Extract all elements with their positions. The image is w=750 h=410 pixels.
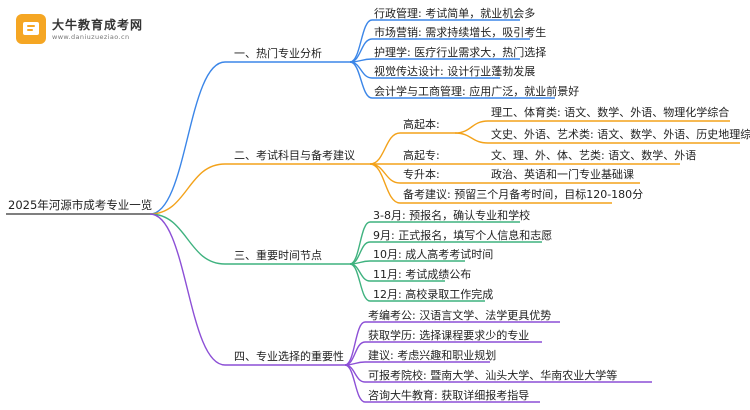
node-zsb-subjects: 政治、英语和一门专业基础课	[491, 168, 634, 181]
node-mar-aug: 3-8月: 预报名，确认专业和学校	[373, 209, 531, 222]
node-get-degree: 获取学历: 选择课程要求少的专业	[368, 329, 530, 342]
node-nursing: 护理学: 医疗行业需求大，热门选择	[374, 46, 547, 59]
branch-label-hot-majors: 一、热门专业分析	[234, 47, 322, 60]
child-connector-3-4	[349, 263, 371, 282]
root-topic: 2025年河源市成考专业一览	[8, 198, 153, 212]
child-connector-4-1	[344, 321, 366, 366]
node-consult: 咨询大牛教育: 获取详细报考指导	[368, 389, 530, 402]
node-accounting: 会计学与工商管理: 应用广泛，就业前景好	[374, 85, 580, 98]
branch-connector-4	[149, 213, 226, 366]
node-universities: 可报考院校: 暨南大学、汕头大学、华南农业大学等	[368, 369, 618, 382]
brand-name: 大牛教育成考网	[52, 18, 144, 32]
node-sep: 9月: 正式报名，填写个人信息和志愿	[373, 229, 553, 242]
node-suggestion: 建议: 考虑兴趣和职业规划	[368, 349, 497, 362]
branch-label-importance: 四、专业选择的重要性	[234, 350, 344, 363]
branch-label-subjects: 二、考试科目与备考建议	[234, 149, 355, 162]
node-oct: 10月: 成人高考考试时间	[373, 248, 494, 261]
node-marketing: 市场营销: 需求持续增长，吸引考生	[374, 26, 547, 39]
logo-icon	[16, 14, 46, 44]
node-dec: 12月: 高校录取工作完成	[373, 288, 494, 301]
brand-url: www.daniuzueziao.cn	[52, 33, 130, 41]
child-connector-1-4	[349, 61, 373, 79]
child-connector-2-1	[369, 132, 401, 165]
child-connector-1-1	[349, 19, 373, 63]
grandchild-connector-1	[454, 120, 489, 134]
child-connector-2-4	[369, 163, 401, 204]
node-gqb-arts: 文史、外语、艺术类: 语文、数学、外语、历史地理综合	[491, 128, 750, 141]
branch-label-timeline: 三、重要时间节点	[234, 249, 322, 262]
child-connector-4-4	[344, 364, 366, 383]
node-gqb: 高起本:	[403, 118, 440, 131]
branch-connector-2	[149, 163, 226, 215]
node-zsb: 专升本:	[403, 168, 440, 181]
node-gqz-subjects: 文、理、外、体、艺类: 语文、数学、外语	[491, 149, 697, 162]
grandchild-connector-2	[454, 132, 489, 144]
node-nov: 11月: 考试成绩公布	[373, 268, 472, 281]
node-civil-service: 考编考公: 汉语言文学、法学更具优势	[368, 309, 552, 322]
branch-connector-3	[149, 213, 226, 265]
child-connector-3-5	[349, 263, 371, 302]
node-gqz: 高起专:	[403, 149, 440, 162]
branch-connector-1	[149, 61, 226, 215]
node-study-advice: 备考建议: 预留三个月备考时间，目标120-180分	[403, 188, 644, 201]
node-visual-design: 视觉传达设计: 设计行业蓬勃发展	[374, 65, 536, 78]
node-public-administration: 行政管理: 考试简单，就业机会多	[374, 7, 536, 20]
child-connector-1-5	[349, 61, 373, 99]
child-connector-3-1	[349, 221, 371, 265]
node-gqb-science: 理工、体育类: 语文、数学、外语、物理化学综合	[491, 106, 730, 119]
child-connector-2-3	[369, 163, 401, 184]
child-connector-4-5	[344, 364, 366, 403]
